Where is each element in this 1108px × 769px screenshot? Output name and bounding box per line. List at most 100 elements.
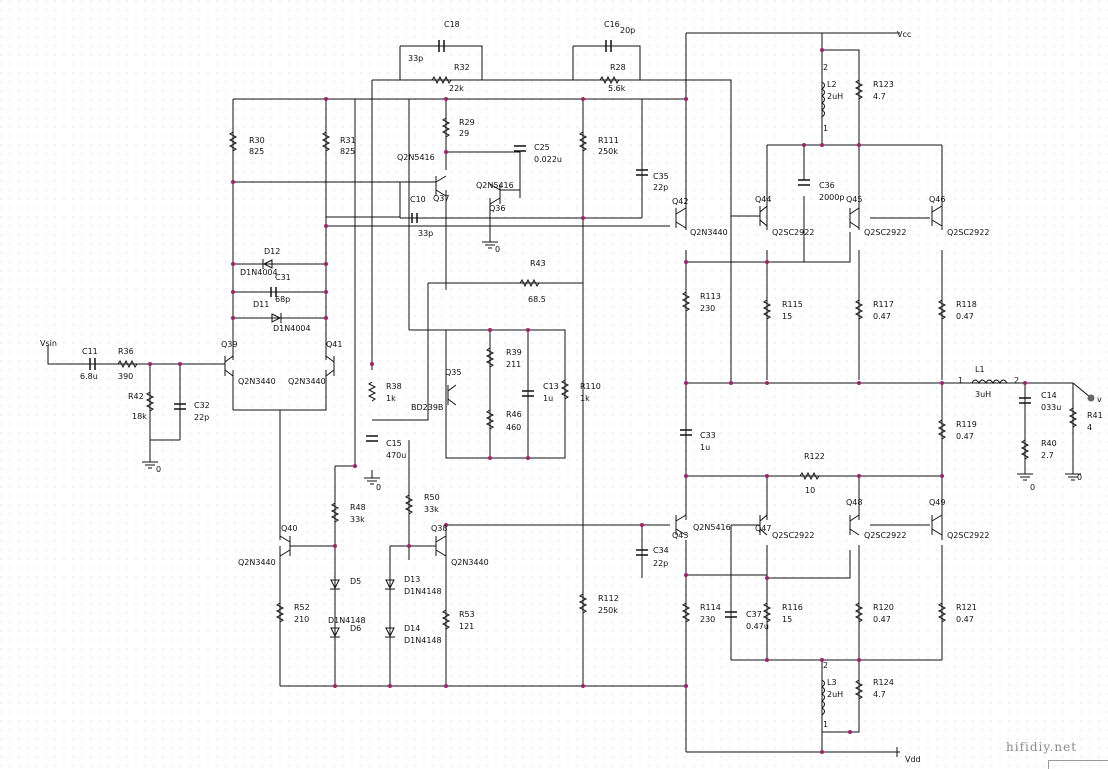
component-label: C10 (410, 195, 426, 204)
component-label: L1 (975, 365, 985, 374)
component-label: R46 (506, 410, 522, 419)
component-label: 6.8u (80, 372, 98, 381)
component-label: R50 (424, 493, 440, 502)
component-label: Q43 (672, 531, 688, 540)
component-label: C32 (194, 401, 210, 410)
component-label: C35 (653, 172, 669, 181)
component-label: 2.7 (1041, 451, 1054, 460)
resistors (117, 75, 1078, 700)
component-label: R119 (956, 420, 977, 429)
component-label: 33k (424, 505, 439, 514)
component-label: Q49 (929, 498, 945, 507)
component-label: Q39 (221, 340, 237, 349)
component-label: Q2SC2922 (772, 228, 814, 237)
component-label: R30 (249, 136, 265, 145)
component-label: 250k (598, 147, 618, 156)
component-label: C36 (819, 181, 835, 190)
component-label: R36 (118, 347, 134, 356)
component-label: D6 (350, 624, 361, 633)
component-label: Q2SC2922 (772, 531, 814, 540)
component-label: Q2N5416 (476, 181, 514, 190)
component-label: R48 (350, 503, 366, 512)
component-label: R115 (782, 300, 803, 309)
vcc-label: Vcc (897, 30, 911, 39)
component-label: C15 (386, 439, 402, 448)
component-label: 33k (350, 515, 365, 524)
component-label: 15 (782, 312, 792, 321)
component-label: 033u (1041, 403, 1061, 412)
transistors (224, 175, 943, 557)
component-label: 250k (598, 606, 618, 615)
component-label: D1N4148 (404, 587, 442, 596)
component-label: 15 (782, 615, 792, 624)
component-label: 1k (580, 394, 590, 403)
component-label: D1N4004 (273, 324, 311, 333)
component-label: R29 (459, 118, 475, 127)
component-label: R123 (873, 80, 894, 89)
component-label: R112 (598, 594, 619, 603)
watermark-text: hifidiy.net (1006, 740, 1078, 754)
component-label: 460 (506, 423, 521, 432)
diodes (262, 259, 395, 638)
component-label: 29 (459, 129, 469, 138)
component-label: 121 (459, 622, 474, 631)
component-label: Q37 (433, 194, 449, 203)
component-label: 22p (653, 183, 668, 192)
component-label: 20p (620, 26, 635, 35)
component-label: 1 (823, 720, 828, 729)
component-label: 0.47 (956, 615, 974, 624)
vin-label: Vsin (40, 339, 57, 348)
component-label: BD239B (411, 403, 443, 412)
component-label: 210 (294, 615, 309, 624)
component-label: C13 (543, 382, 559, 391)
ground-label: 0 (1077, 473, 1082, 482)
component-label: Q2N3440 (690, 228, 728, 237)
component-label: L3 (827, 678, 837, 687)
component-label: D5 (350, 577, 361, 586)
ground-label: 0 (376, 483, 381, 492)
component-label: R31 (340, 136, 356, 145)
component-label: C31 (275, 273, 291, 282)
component-label: Q42 (672, 197, 688, 206)
component-label: D11 (253, 300, 269, 309)
corner-frame (1048, 760, 1108, 769)
component-label: R118 (956, 300, 977, 309)
ground-symbols (142, 238, 1081, 485)
component-label: Q35 (445, 368, 461, 377)
component-label: R43 (530, 259, 546, 268)
component-label: 3uH (975, 390, 991, 399)
component-label: D1N4004 (240, 268, 278, 277)
component-label: Q44 (755, 195, 771, 204)
component-label: D12 (264, 247, 280, 256)
component-label: R114 (700, 603, 721, 612)
component-label: 5.6k (608, 84, 626, 93)
component-label: C18 (444, 20, 460, 29)
component-label: 0.022u (534, 155, 562, 164)
output-net-label: v (1097, 395, 1102, 404)
component-label: 1 (823, 124, 828, 133)
component-label: 2 (823, 661, 828, 670)
component-label: R124 (873, 678, 894, 687)
component-label: Q2N5416 (693, 523, 731, 532)
component-label: Q2SC2922 (864, 228, 906, 237)
component-label: 4.7 (873, 92, 886, 101)
component-label: L2 (827, 80, 837, 89)
component-label: C34 (653, 546, 669, 555)
component-label: 825 (249, 147, 264, 156)
component-label: C33 (700, 431, 716, 440)
vdd-label: Vdd (905, 755, 921, 764)
component-label: D14 (404, 624, 420, 633)
component-label: 211 (506, 360, 521, 369)
component-label: R41 (1087, 411, 1103, 420)
component-label: D13 (404, 575, 420, 584)
component-label: C37 (746, 610, 762, 619)
component-label: C25 (534, 143, 550, 152)
component-label: R28 (610, 63, 626, 72)
component-label: C11 (82, 347, 98, 356)
component-label: Q41 (326, 340, 342, 349)
component-label: R32 (454, 63, 470, 72)
output-probe-marker (1087, 394, 1095, 402)
ground-label: 0 (495, 245, 500, 254)
component-label: R40 (1041, 439, 1057, 448)
